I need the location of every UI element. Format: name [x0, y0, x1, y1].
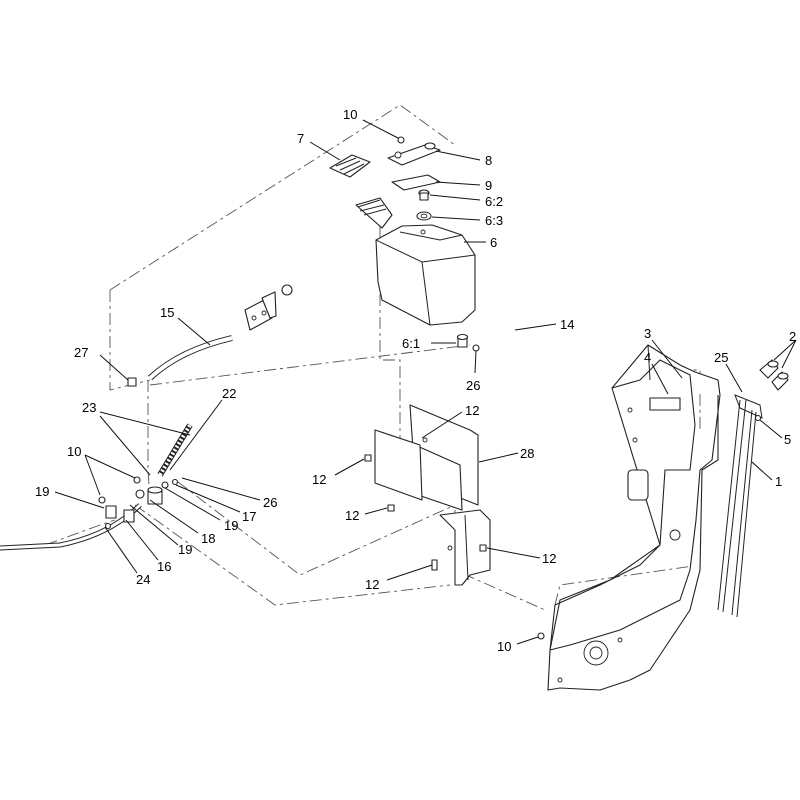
fitting-part-6-2	[418, 189, 430, 201]
callout-12-top: 12	[465, 403, 479, 418]
callout-12-bottom: 12	[365, 577, 379, 592]
callout-6-2: 6:2	[485, 194, 503, 209]
callout-17: 17	[242, 509, 256, 524]
callout-10-bottom: 10	[497, 639, 511, 654]
callout-26-top: 26	[466, 378, 480, 393]
shield-part-28	[374, 404, 491, 586]
callout-18: 18	[201, 531, 215, 546]
callout-2: 2	[789, 329, 796, 344]
knobs-part-2	[759, 359, 789, 391]
leader-lines	[54, 119, 797, 645]
callout-10-top: 10	[343, 107, 357, 122]
callout-19-right: 19	[224, 518, 238, 533]
clamp-part-26-top	[472, 344, 480, 352]
callout-26-left: 26	[263, 495, 277, 510]
decal-part-9	[391, 174, 441, 191]
callout-27: 27	[74, 345, 88, 360]
valve-bracket	[244, 284, 293, 331]
callout-8: 8	[485, 153, 492, 168]
callout-12-right: 12	[542, 551, 556, 566]
screw-part-10-top	[397, 136, 405, 144]
callout-6: 6	[490, 235, 497, 250]
callout-23: 23	[82, 400, 96, 415]
callout-1: 1	[775, 474, 782, 489]
assembly-dashed-lines	[0, 104, 701, 611]
callout-12-lower-left: 12	[345, 508, 359, 523]
callout-10-left: 10	[67, 444, 81, 459]
callout-14: 14	[560, 317, 574, 332]
callout-labels: 10 7 8 9 6:2 6:3 6 14 6:1 26 15 27 22 23…	[35, 107, 796, 654]
valve-parts-16-19	[98, 476, 179, 530]
clip-part-27	[127, 377, 137, 387]
gasket-part-6-3	[416, 211, 432, 221]
callout-4: 4	[644, 350, 651, 365]
strap-part-8	[387, 142, 441, 166]
callout-3: 3	[644, 326, 651, 341]
callout-7: 7	[297, 131, 304, 146]
callout-6-3: 6:3	[485, 213, 503, 228]
callout-28: 28	[520, 446, 534, 461]
callout-12-left: 12	[312, 472, 326, 487]
callout-19-mid: 19	[178, 542, 192, 557]
callout-5: 5	[784, 432, 791, 447]
callout-19-left: 19	[35, 484, 49, 499]
strainer-part-7	[329, 154, 371, 178]
tank-part-6	[355, 197, 476, 326]
callout-22: 22	[222, 386, 236, 401]
callout-6-1: 6:1	[402, 336, 420, 351]
frame-right	[547, 344, 721, 691]
screws-part-12	[364, 454, 487, 571]
hose-part-15	[147, 335, 233, 381]
callout-24: 24	[136, 572, 150, 587]
fitting-part-6-1	[456, 333, 469, 348]
cables-part-1	[717, 394, 763, 618]
callout-9: 9	[485, 178, 492, 193]
callout-15: 15	[160, 305, 174, 320]
callout-25: 25	[714, 350, 728, 365]
callout-16: 16	[157, 559, 171, 574]
screw-part-10-bottom	[537, 632, 545, 640]
nut-part-5	[754, 414, 762, 422]
